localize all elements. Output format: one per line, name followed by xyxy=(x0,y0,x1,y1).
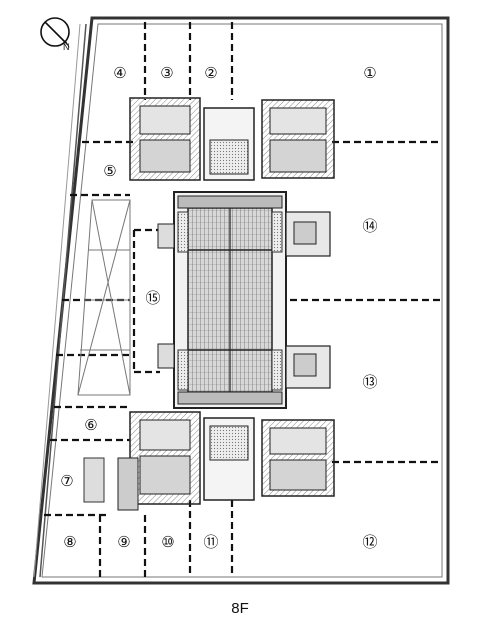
unit-label-13: ⑬ xyxy=(362,374,377,391)
unit-label-9: ⑨ xyxy=(117,534,130,551)
svg-text:N: N xyxy=(63,42,70,52)
unit-label-12: ⑫ xyxy=(362,534,377,551)
unit-label-14: ⑭ xyxy=(362,218,377,235)
unit-label-1: ① xyxy=(363,65,376,82)
unit-labels: ① ② ③ ④ ⑤ ⑥ ⑦ ⑧ ⑨ ⑩ ⑪ ⑫ ⑬ ⑭ ⑮ xyxy=(60,65,377,551)
unit-label-3: ③ xyxy=(160,65,173,82)
unit-label-5: ⑤ xyxy=(103,163,116,180)
north-arrow-icon: N xyxy=(40,17,70,52)
atrium-void xyxy=(77,199,131,396)
unit-label-10: ⑩ xyxy=(161,534,174,551)
unit-label-4: ④ xyxy=(113,65,126,82)
unit-label-2: ② xyxy=(204,65,217,82)
unit-label-8: ⑧ xyxy=(63,534,76,551)
unit-label-15: ⑮ xyxy=(145,290,160,307)
building-outline xyxy=(32,16,450,585)
floor-label: 8F xyxy=(231,600,249,617)
unit-label-6: ⑥ xyxy=(84,417,97,434)
unit-label-7: ⑦ xyxy=(60,473,73,490)
central-core xyxy=(173,191,287,409)
upper-core xyxy=(129,97,335,257)
unit-label-11: ⑪ xyxy=(203,534,218,551)
lower-core xyxy=(83,343,335,511)
